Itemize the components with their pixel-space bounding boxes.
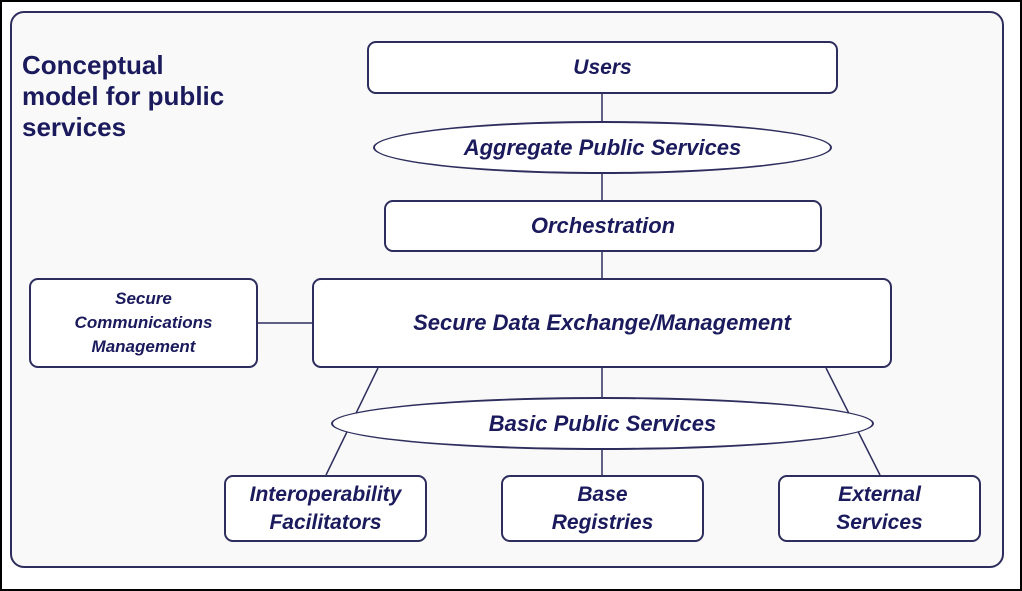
aggregate-label: Aggregate Public Services <box>463 134 742 160</box>
users-label: Users <box>573 55 632 79</box>
diagram-title: Conceptual model for public services <box>22 50 282 143</box>
secure-communications-box: Secure Communications Management <box>29 278 258 368</box>
title-line: model for public <box>22 81 225 111</box>
secure-data-exchange-box: Secure Data Exchange/Management <box>312 278 892 368</box>
external-services-line: External <box>838 482 921 506</box>
secure-comms-line: Communications <box>74 313 213 332</box>
base-registries-box: Base Registries <box>501 475 704 542</box>
base-registries-line: Base <box>577 482 628 506</box>
basic-public-services-ellipse: Basic Public Services <box>331 397 874 450</box>
interop-line: Facilitators <box>269 510 382 534</box>
secure-data-label: Secure Data Exchange/Management <box>413 310 791 335</box>
aggregate-public-services-ellipse: Aggregate Public Services <box>373 121 832 174</box>
orchestration-box: Orchestration <box>384 200 822 252</box>
secure-comms-line: Secure <box>115 289 172 308</box>
interop-line: Interoperability <box>249 482 402 506</box>
orchestration-label: Orchestration <box>530 213 676 238</box>
external-services-line: Services <box>836 510 923 534</box>
basic-label: Basic Public Services <box>488 410 717 436</box>
title-line: Conceptual <box>22 50 164 80</box>
interoperability-facilitators-box: Interoperability Facilitators <box>224 475 427 542</box>
users-box: Users <box>367 41 838 94</box>
base-registries-line: Registries <box>551 510 654 534</box>
title-line: services <box>22 112 127 142</box>
secure-comms-line: Management <box>91 337 196 356</box>
external-services-box: External Services <box>778 475 981 542</box>
